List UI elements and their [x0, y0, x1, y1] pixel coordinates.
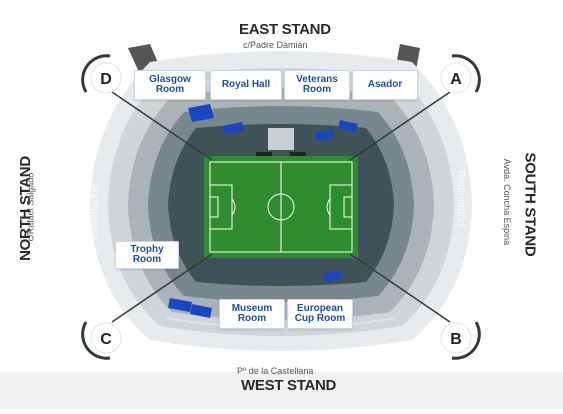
- dugout: [256, 152, 272, 156]
- gate-lines: [111, 91, 451, 323]
- west-stand-street: Pº de la Castellana: [237, 366, 314, 376]
- royal-hall-label[interactable]: Royal Hall: [210, 70, 282, 100]
- gate-c[interactable]: C: [81, 321, 122, 360]
- north-stand-street: c/Rafael Salgado: [25, 172, 36, 242]
- glasgow-room-label[interactable]: Glasgow Room: [134, 70, 206, 100]
- tv-gantry: [268, 128, 294, 150]
- seat-blocks: [168, 104, 358, 318]
- museum-room-label[interactable]: Museum Room: [219, 299, 285, 329]
- brand-left: Realmadrid: [89, 184, 101, 240]
- gate-c-label: C: [100, 331, 112, 348]
- south-stand-street: Avda. Concha Espina: [502, 158, 513, 246]
- south-stand-title: SOUTH STAND: [521, 152, 539, 257]
- footer-band: [0, 372, 563, 409]
- gate-d-label: D: [100, 71, 112, 88]
- gate-a[interactable]: A: [440, 54, 481, 94]
- gate-a-label: A: [450, 71, 462, 88]
- gate-b[interactable]: B: [440, 321, 481, 360]
- gate-d[interactable]: D: [81, 54, 122, 94]
- veterans-room-label[interactable]: Veterans Room: [284, 70, 350, 100]
- east-stand-title: EAST STAND: [239, 21, 331, 38]
- trophy-room-label[interactable]: Trophy Room: [115, 241, 179, 269]
- dugout: [290, 152, 306, 156]
- asador-label[interactable]: Asador: [352, 70, 418, 100]
- west-stand-title: WEST STAND: [241, 377, 337, 394]
- pitch-markings: [209, 161, 353, 253]
- east-stand-street: c/Padre Damián: [243, 40, 308, 50]
- gate-b-label: B: [450, 331, 462, 348]
- european-cup-room-label[interactable]: European Cup Room: [287, 299, 353, 329]
- brand-right: Realmadrid: [455, 170, 467, 226]
